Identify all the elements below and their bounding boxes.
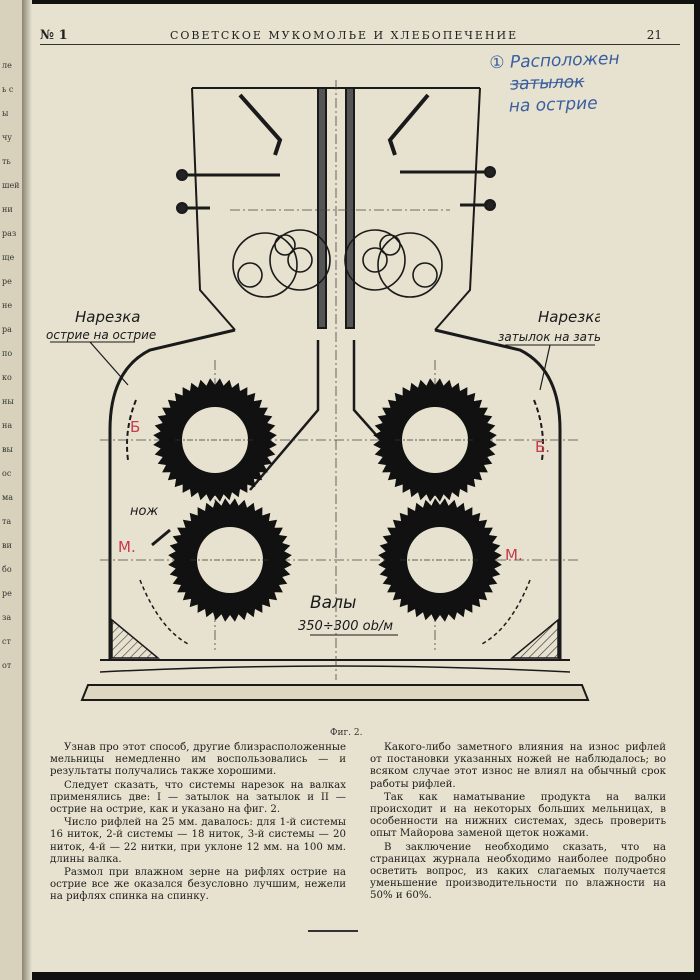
prev-page-fragment: вы	[2, 445, 13, 454]
prev-page-fragment: ще	[2, 253, 15, 262]
prev-page-fragment: шей	[2, 181, 20, 190]
prev-page-fragment: ст	[2, 637, 11, 646]
prev-page-fragment: та	[2, 517, 12, 526]
mark-b-left: Б	[130, 418, 140, 436]
scraper-arc-right	[479, 579, 531, 646]
corner-block-left	[111, 618, 161, 659]
feed-rollers-left	[232, 229, 331, 298]
prev-page-fragment: ма	[2, 493, 13, 502]
axis-lines	[100, 80, 580, 680]
roller-mill-diagram: Нарезка острие на острие Нарезка затылок…	[46, 80, 600, 701]
prev-page-fragment: ны	[2, 397, 14, 406]
mark-m-right: М.	[505, 546, 523, 564]
prev-page-fragment: ре	[2, 589, 12, 598]
prev-page-fragment: ни	[2, 205, 13, 214]
left-paragraph-4: Размол при влажном зерне на рифлях остри…	[50, 867, 346, 903]
prev-page-fragment: за	[2, 613, 12, 622]
prev-page-fragment: по	[2, 349, 13, 358]
center-divider-right	[345, 87, 355, 329]
label-right-title: Нарезка	[538, 308, 600, 326]
prev-page-fragment: ви	[2, 541, 12, 550]
hopper-left-wall	[191, 87, 236, 331]
prev-page-fragment: раз	[2, 229, 17, 238]
prev-page-fragment: бо	[2, 565, 12, 574]
issue-number: № 1	[40, 28, 68, 43]
prev-page-fragment: ра	[2, 325, 12, 334]
feed-plate-left	[238, 93, 283, 156]
prev-page-fragment: ле	[2, 61, 12, 70]
book-gutter	[22, 0, 32, 980]
screw-knob-left-1	[176, 169, 188, 181]
corner-block-right	[509, 618, 559, 659]
screw-knob-right-1	[484, 166, 496, 178]
prev-page-fragment: от	[2, 661, 12, 670]
right-paragraph-1: Какого-либо заметного влияния на износ р…	[370, 742, 666, 790]
screw-knob-right-2	[484, 199, 496, 211]
prev-page-fragment: ы	[2, 109, 9, 118]
page-end-rule	[308, 930, 358, 932]
prev-page-fragment: ос	[2, 469, 12, 478]
prev-page-fragment: ко	[2, 373, 12, 382]
flow-arc-right	[533, 399, 544, 461]
text-column-right: Какого-либо заметного влияния на износ р…	[370, 742, 666, 904]
text-column-left: Узнав про этот способ, другие близраспол…	[50, 742, 346, 905]
flow-arc-left	[126, 399, 137, 461]
knife-blade	[151, 528, 171, 547]
mark-m-left: М.	[118, 538, 136, 556]
journal-page	[22, 4, 694, 972]
label-knife: нож	[130, 504, 158, 519]
page-header: № 1 СОВЕТСКОЕ МУКОМОЛЬЕ И ХЛЕБОПЕЧЕНИЕ 2…	[40, 26, 680, 45]
prev-page-fragment: не	[2, 301, 13, 310]
left-paragraph-1: Узнав про этот способ, другие близраспол…	[50, 742, 346, 778]
right-paragraph-2: Так как наматывание продукта на валки пр…	[370, 791, 666, 840]
center-divider-left	[317, 87, 327, 329]
label-speed: 350÷300 ob/м	[298, 619, 393, 634]
prev-page-fragment: ть	[2, 157, 11, 166]
label-left-title: Нарезка	[75, 308, 140, 326]
prev-page-fragment: ь с	[2, 85, 14, 94]
splitter-left	[249, 340, 320, 491]
leader-left	[89, 341, 129, 386]
leader-right	[539, 344, 551, 391]
prev-page-fragment: ре	[2, 277, 12, 286]
prev-page-fragment: на	[2, 421, 13, 430]
figure-caption: Фиг. 2.	[330, 728, 363, 738]
housing-left-wall	[108, 328, 236, 660]
screw-knob-left-2	[176, 202, 188, 214]
housing-right-wall	[434, 328, 562, 660]
hopper-right-wall	[434, 87, 481, 331]
feed-rollers-right	[344, 229, 443, 298]
label-rolls: Валы	[310, 593, 356, 613]
right-paragraph-3: В заключение необходимо сказать, что на …	[370, 841, 666, 902]
scraper-arc-left	[139, 579, 191, 646]
housing-floor-wave	[99, 665, 571, 673]
left-paragraph-2: Следует сказать, что системы нарезок на …	[50, 779, 346, 816]
label-left-sub: острие на острие	[46, 328, 156, 342]
prev-page-fragment: чу	[2, 133, 12, 142]
grinding-rolls	[153, 378, 502, 622]
feed-plate-right	[387, 93, 430, 156]
label-right-sub: затылок на затылок	[498, 330, 600, 344]
journal-title: СОВЕТСКОЕ МУКОМОЛЬЕ И ХЛЕБОПЕЧЕНИЕ	[170, 29, 519, 42]
page-number: 21	[646, 28, 662, 42]
left-paragraph-3: Число рифлей на 25 мм. давалось: для 1-й…	[50, 817, 346, 865]
housing-base	[80, 684, 590, 701]
previous-page-edge: ле ь с ы чу ть шей ни раз ще ре не ра по ко ны на вы ос ма…	[0, 0, 26, 980]
mark-b-right: Б.	[535, 438, 550, 456]
